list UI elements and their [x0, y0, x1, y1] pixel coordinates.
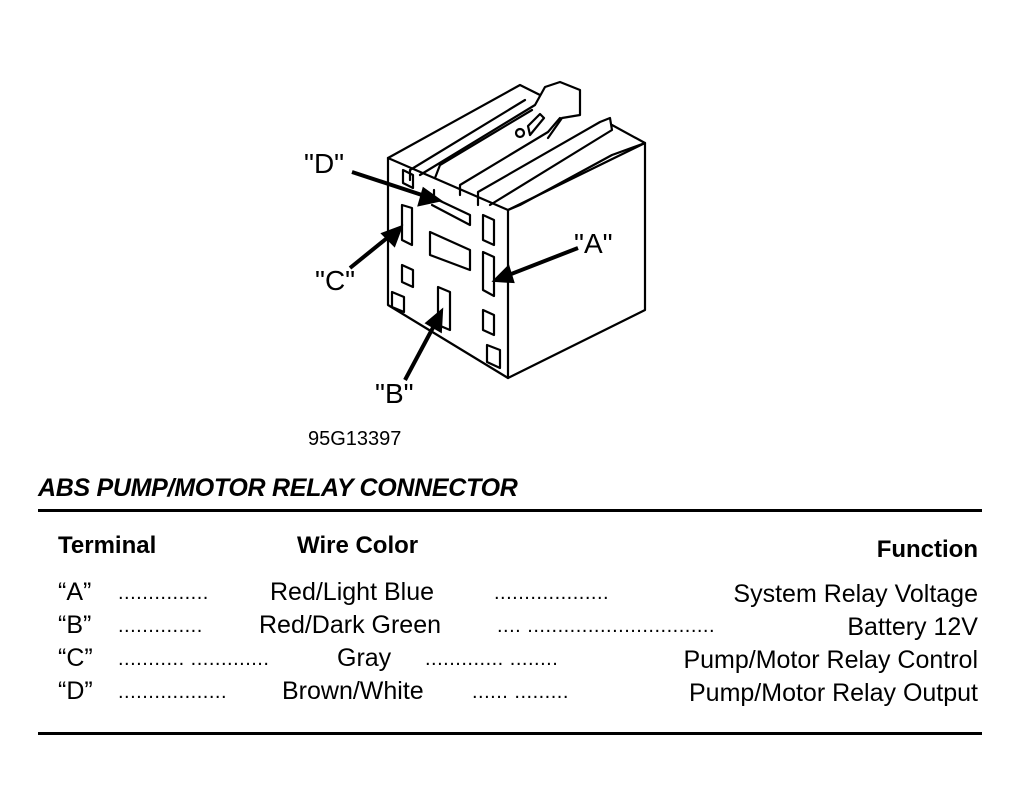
callout-b: "B": [375, 378, 414, 409]
callout-d: "D": [304, 148, 345, 179]
arrow-a: [505, 246, 579, 278]
cavity-a: [481, 250, 496, 298]
arrow-b: [403, 321, 438, 381]
leader-dots: ..................: [118, 681, 228, 703]
table-row: “A” ............... Red/Light Blue .....…: [0, 578, 1020, 611]
connector-latch: [418, 80, 582, 177]
connector-top-edge: [386, 83, 542, 160]
bottom-rule: [38, 732, 982, 735]
cavity-d: [430, 188, 472, 227]
header-terminal: Terminal: [58, 532, 157, 559]
figure-id: 95G13397: [308, 428, 402, 450]
leader-dots: ............. ........: [425, 648, 559, 670]
leader-dots: ..............: [118, 615, 203, 637]
wire-color-cell: Gray: [337, 644, 392, 672]
title-rule: [38, 509, 982, 512]
header-wire-color: Wire Color: [297, 532, 419, 559]
table-title: ABS PUMP/MOTOR RELAY CONNECTOR: [38, 474, 518, 502]
leader-dots: ...............: [118, 582, 209, 604]
wire-color-cell: Brown/White: [282, 677, 424, 705]
table-row: “D” .................. Brown/White .....…: [0, 677, 1020, 710]
table-row: “B” .............. Red/Dark Green .... .…: [0, 611, 1020, 644]
arrow-d: [351, 170, 429, 199]
terminal-cell: “A”: [58, 578, 92, 606]
function-cell: Pump/Motor Relay Output: [688, 679, 978, 707]
terminal-cell: “D”: [58, 677, 93, 705]
terminal-cell: “B”: [58, 611, 92, 639]
wire-color-cell: Red/Light Blue: [270, 578, 435, 606]
callout-a: "A": [574, 228, 613, 259]
function-cell: System Relay Voltage: [733, 580, 978, 608]
header-function: Function: [876, 536, 978, 563]
function-cell: Pump/Motor Relay Control: [683, 646, 978, 674]
function-cell: Battery 12V: [847, 613, 978, 641]
callout-c: "C": [315, 265, 356, 296]
leader-dots: .... ...............................: [497, 615, 716, 637]
wire-color-cell: Red/Dark Green: [259, 611, 442, 639]
connector-drawing: [348, 80, 647, 381]
cavity-c: [400, 203, 414, 247]
arrow-c: [348, 232, 394, 270]
terminal-cell: “C”: [58, 644, 93, 672]
connector-side-face: [506, 141, 647, 380]
leader-dots: ........... .............: [118, 648, 270, 670]
leader-dots: ...... .........: [472, 681, 569, 703]
leader-dots: ...................: [494, 582, 610, 604]
table-row: “C” ........... ............. Gray .....…: [0, 644, 1020, 677]
